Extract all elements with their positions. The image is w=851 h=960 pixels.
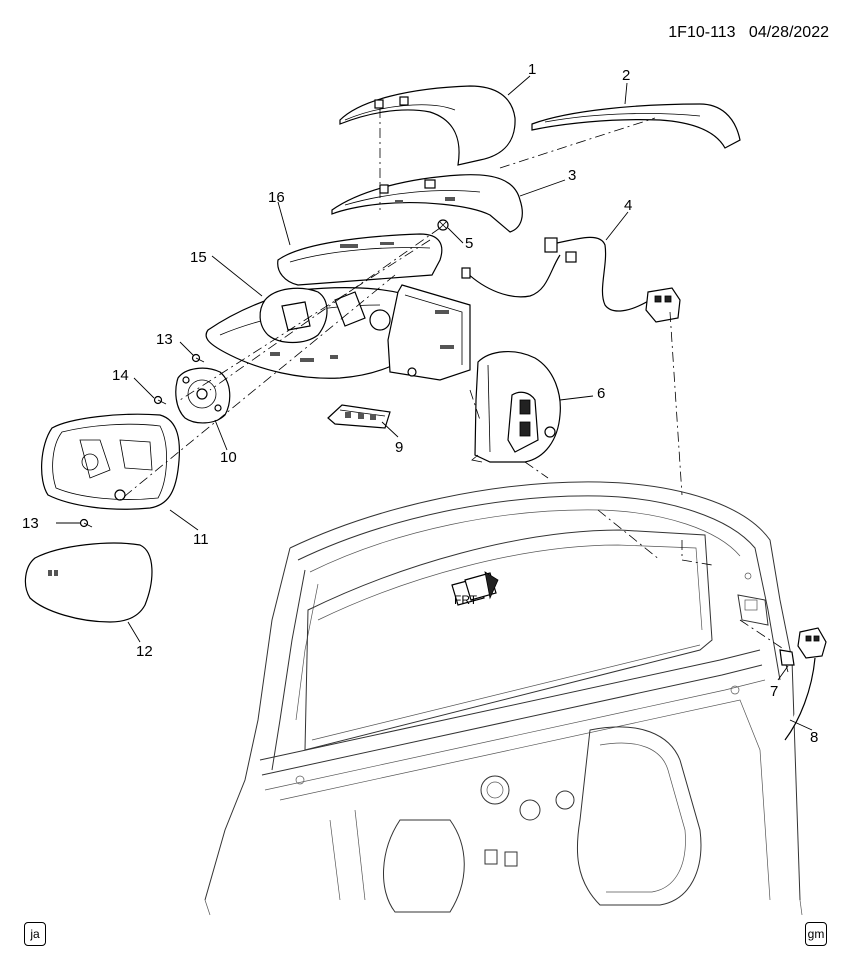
callout-2: 2 (622, 67, 630, 84)
part-10-actuator (175, 367, 231, 424)
screw-parts (79, 353, 205, 528)
door-assembly (204, 481, 803, 916)
callout-13-lower: 13 (22, 515, 39, 532)
diagram-date: 04/28/2022 (748, 24, 829, 41)
part-1-mirror-cap (339, 85, 516, 166)
callout-14: 14 (112, 367, 129, 384)
diagram-number: 1F10-113 (668, 24, 736, 41)
callout-9: 9 (395, 439, 403, 456)
leader-lines (56, 75, 813, 731)
part-9-turn-lamp (327, 404, 391, 429)
callout-4: 4 (624, 197, 632, 214)
part-7-bolt (779, 649, 795, 673)
part-4-harness (461, 236, 681, 323)
front-direction-marker: FRT (451, 571, 499, 607)
part-3-housing-upper (331, 174, 523, 233)
callout-10: 10 (220, 449, 237, 466)
callout-13-upper: 13 (156, 331, 173, 348)
corner-badge-right: gm (805, 922, 827, 946)
callout-12: 12 (136, 643, 153, 660)
callout-15: 15 (190, 249, 207, 266)
mirror-bracket (387, 284, 471, 381)
frt-label: FRT (454, 593, 478, 607)
part-5-screw (437, 219, 449, 231)
diagram-id: 1F10-113 04/28/2022 (668, 24, 829, 42)
part-16-base (277, 233, 443, 286)
callout-16: 16 (268, 189, 285, 206)
callout-8: 8 (810, 729, 818, 746)
corner-badge-left: ja (24, 922, 46, 946)
callout-1: 1 (528, 61, 536, 78)
part-6-base-cover (471, 351, 561, 463)
part-15-housing-body (205, 287, 430, 379)
callout-5: 5 (465, 235, 473, 252)
callout-11: 11 (193, 531, 209, 548)
part-12-mirror-glass (24, 542, 153, 623)
part-11-mirror-frame (41, 413, 181, 510)
callout-7: 7 (770, 683, 778, 700)
part-8-door-harness (784, 627, 827, 741)
callout-numbers: 1 2 3 4 5 6 7 8 9 10 11 12 13 13 14 15 1… (22, 61, 818, 746)
part-2-garnish (531, 103, 741, 149)
callout-6: 6 (597, 385, 605, 402)
alignment-lines (119, 108, 786, 651)
callout-3: 3 (568, 167, 576, 184)
